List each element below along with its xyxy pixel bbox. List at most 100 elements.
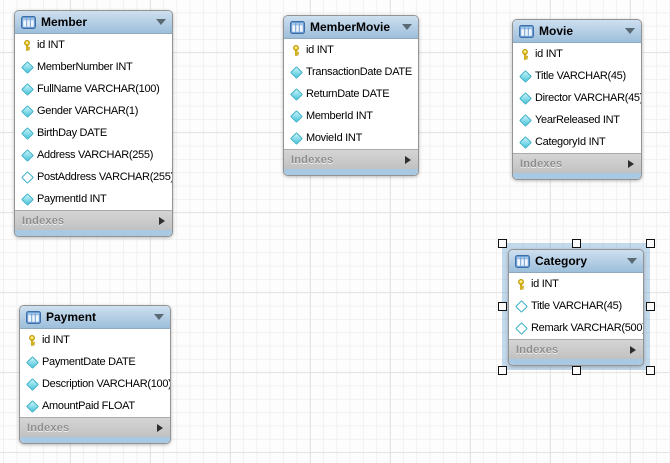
- column-row[interactable]: Title VARCHAR(45): [513, 65, 641, 87]
- indexes-section[interactable]: Indexes: [513, 153, 641, 173]
- table-icon: [519, 24, 534, 38]
- table-node-category[interactable]: Category id INT Title VARCHAR(45) Remark VA…: [508, 249, 644, 366]
- column-label: PaymentId INT: [37, 193, 107, 205]
- column-row[interactable]: Gender VARCHAR(1): [15, 100, 172, 122]
- indexes-label: Indexes: [516, 343, 559, 356]
- column-row[interactable]: PaymentId INT: [15, 188, 172, 210]
- primary-key-icon: [290, 44, 302, 56]
- collapse-arrow-icon[interactable]: [156, 19, 166, 25]
- indexes-label: Indexes: [291, 153, 334, 166]
- columns-list: id INT PaymentDate DATE Description VARCHA…: [20, 329, 170, 417]
- not-null-column-icon: [289, 109, 303, 123]
- column-row[interactable]: id INT: [20, 329, 170, 351]
- column-row[interactable]: YearReleased INT: [513, 109, 641, 131]
- expand-arrow-icon[interactable]: [159, 216, 165, 225]
- table-header[interactable]: Member: [15, 11, 172, 34]
- not-null-column-icon: [20, 60, 34, 74]
- column-row[interactable]: Description VARCHAR(100): [20, 373, 170, 395]
- not-null-column-icon: [20, 104, 34, 118]
- indexes-section[interactable]: Indexes: [20, 417, 170, 437]
- column-row[interactable]: FullName VARCHAR(100): [15, 78, 172, 100]
- not-null-column-icon: [20, 126, 34, 140]
- collapse-arrow-icon[interactable]: [627, 258, 637, 264]
- column-row[interactable]: id INT: [284, 39, 418, 61]
- column-row[interactable]: MovieId INT: [284, 127, 418, 149]
- nullable-column-icon: [20, 170, 34, 184]
- primary-key-icon: [26, 334, 38, 346]
- column-label: id INT: [42, 334, 70, 346]
- indexes-label: Indexes: [520, 157, 563, 170]
- selection-handle-se[interactable]: [645, 365, 655, 375]
- table-node-payment[interactable]: Payment id INT PaymentDate DATE Description…: [19, 305, 171, 444]
- column-row[interactable]: Title VARCHAR(45): [509, 295, 643, 317]
- column-label: AmountPaid FLOAT: [42, 400, 135, 412]
- column-row[interactable]: AmountPaid FLOAT: [20, 395, 170, 417]
- column-label: Description VARCHAR(100): [42, 378, 171, 390]
- selection-handle-sw[interactable]: [497, 365, 507, 375]
- column-row[interactable]: MemberNumber INT: [15, 56, 172, 78]
- selection-handle-n[interactable]: [571, 238, 581, 248]
- collapse-arrow-icon[interactable]: [625, 28, 635, 34]
- column-label: id INT: [531, 278, 559, 290]
- table-node-movie[interactable]: Movie id INT Title VARCHAR(45)Director VAR…: [512, 19, 642, 180]
- not-null-column-icon: [289, 65, 303, 79]
- not-null-column-icon: [20, 192, 34, 206]
- column-row[interactable]: Director VARCHAR(45): [513, 87, 641, 109]
- column-row[interactable]: id INT: [513, 43, 641, 65]
- nullable-column-icon: [514, 299, 528, 313]
- column-row[interactable]: BirthDay DATE: [15, 122, 172, 144]
- columns-list: id INT Title VARCHAR(45)Director VARCHAR(…: [513, 43, 641, 153]
- column-label: Address VARCHAR(255): [37, 149, 154, 161]
- expand-arrow-icon[interactable]: [630, 345, 636, 354]
- nullable-column-icon: [514, 321, 528, 335]
- collapse-arrow-icon[interactable]: [154, 314, 164, 320]
- table-icon: [21, 15, 36, 29]
- not-null-column-icon: [25, 355, 39, 369]
- column-row[interactable]: TransactionDate DATE: [284, 61, 418, 83]
- table-header[interactable]: MemberMovie: [284, 16, 418, 39]
- indexes-section[interactable]: Indexes: [15, 210, 172, 230]
- selection-handle-s[interactable]: [571, 365, 581, 375]
- table-title: MemberMovie: [310, 20, 391, 34]
- not-null-column-icon: [289, 131, 303, 145]
- selection-handle-e[interactable]: [645, 302, 655, 311]
- table-header[interactable]: Payment: [20, 306, 170, 329]
- column-row[interactable]: CategoryId INT: [513, 131, 641, 153]
- column-row[interactable]: MemberId INT: [284, 105, 418, 127]
- table-title: Category: [535, 254, 588, 268]
- table-footer-strip: [509, 359, 643, 365]
- expand-arrow-icon[interactable]: [405, 155, 411, 164]
- column-row[interactable]: id INT: [15, 34, 172, 56]
- primary-key-icon: [515, 278, 527, 290]
- column-row[interactable]: PostAddress VARCHAR(255): [15, 166, 172, 188]
- selection-handle-w[interactable]: [497, 302, 507, 311]
- table-footer-strip: [20, 437, 170, 443]
- column-row[interactable]: Address VARCHAR(255): [15, 144, 172, 166]
- column-label: FullName VARCHAR(100): [37, 83, 160, 95]
- not-null-column-icon: [20, 148, 34, 162]
- column-label: id INT: [535, 48, 563, 60]
- column-row[interactable]: ReturnDate DATE: [284, 83, 418, 105]
- column-label: ReturnDate DATE: [306, 88, 390, 100]
- column-row[interactable]: Remark VARCHAR(500): [509, 317, 643, 339]
- expand-arrow-icon[interactable]: [628, 159, 634, 168]
- selection-handle-nw[interactable]: [497, 238, 507, 248]
- indexes-section[interactable]: Indexes: [284, 149, 418, 169]
- table-header[interactable]: Movie: [513, 20, 641, 43]
- table-header[interactable]: Category: [509, 250, 643, 273]
- collapse-arrow-icon[interactable]: [402, 24, 412, 30]
- selection-handle-ne[interactable]: [645, 238, 655, 248]
- column-row[interactable]: PaymentDate DATE: [20, 351, 170, 373]
- expand-arrow-icon[interactable]: [157, 423, 163, 432]
- not-null-column-icon: [518, 91, 532, 105]
- column-row[interactable]: id INT: [509, 273, 643, 295]
- table-title: Payment: [46, 310, 97, 324]
- indexes-section[interactable]: Indexes: [509, 339, 643, 359]
- primary-key-icon: [519, 48, 531, 60]
- column-label: Remark VARCHAR(500): [531, 322, 644, 334]
- column-label: PaymentDate DATE: [42, 356, 136, 368]
